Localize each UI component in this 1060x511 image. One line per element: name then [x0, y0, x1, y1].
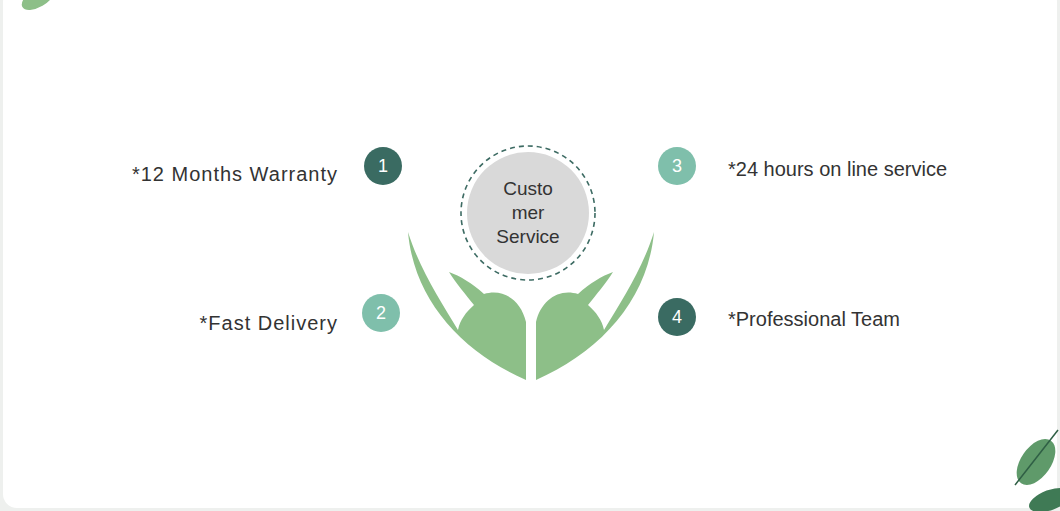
dashed-ring [461, 146, 595, 280]
callout-number: 1 [378, 155, 388, 178]
card [3, 0, 1057, 508]
leaf-decoration [18, 0, 1060, 511]
feature-label: *12 Months Warranty [132, 162, 338, 186]
callout-number: 2 [362, 294, 400, 332]
feature-label: *24 hours on line service [728, 157, 947, 181]
center-circle: Custo mer Service [467, 152, 589, 274]
callout-number: 2 [376, 302, 386, 325]
callout-number: 3 [672, 155, 682, 178]
feature-label: *Professional Team [728, 307, 900, 331]
callout-number: 4 [672, 306, 682, 329]
feature-label: *Fast Delivery [200, 311, 338, 335]
callout-number: 4 [658, 298, 696, 336]
node-title: Custo mer Service [493, 177, 563, 249]
callout-number: 1 [364, 147, 402, 185]
callout-number: 3 [658, 147, 696, 185]
